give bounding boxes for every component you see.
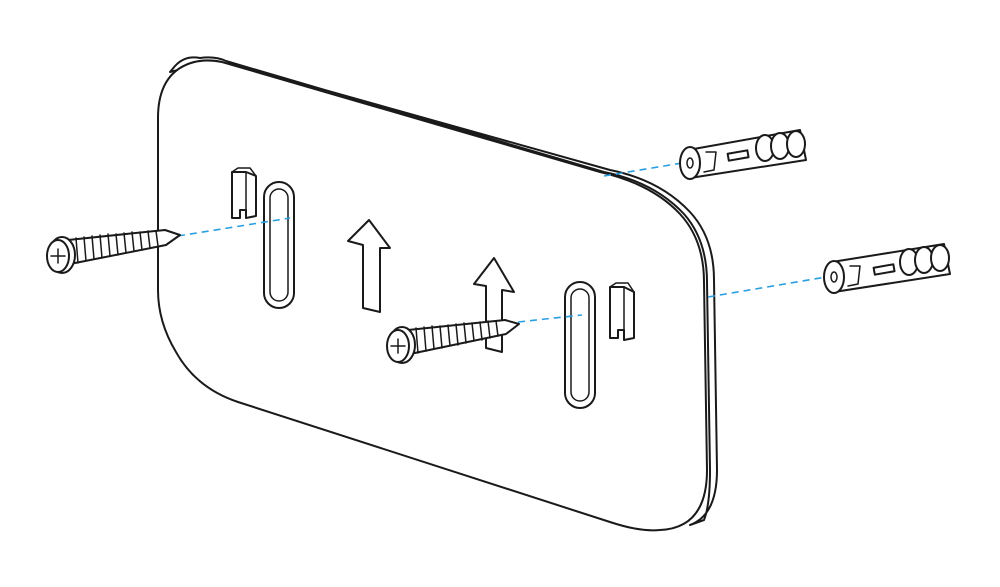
up-arrow-right <box>473 257 515 353</box>
guide-screw-left <box>177 217 291 237</box>
guide-screw-center <box>517 314 583 323</box>
alignment-guides <box>177 161 833 323</box>
up-arrow-left <box>347 219 391 313</box>
screw-center <box>386 319 520 364</box>
slot-right <box>564 281 596 409</box>
screw-left <box>46 229 181 274</box>
clip-right <box>609 282 635 341</box>
plate-face <box>157 59 708 532</box>
anchor-lower <box>823 243 951 294</box>
clip-left <box>231 167 257 219</box>
anchor-upper <box>679 129 807 180</box>
slot-left <box>263 181 295 309</box>
mounting-plate <box>157 56 718 532</box>
guide-anchor-lower <box>707 275 833 298</box>
guide-anchor-upper <box>603 161 689 177</box>
